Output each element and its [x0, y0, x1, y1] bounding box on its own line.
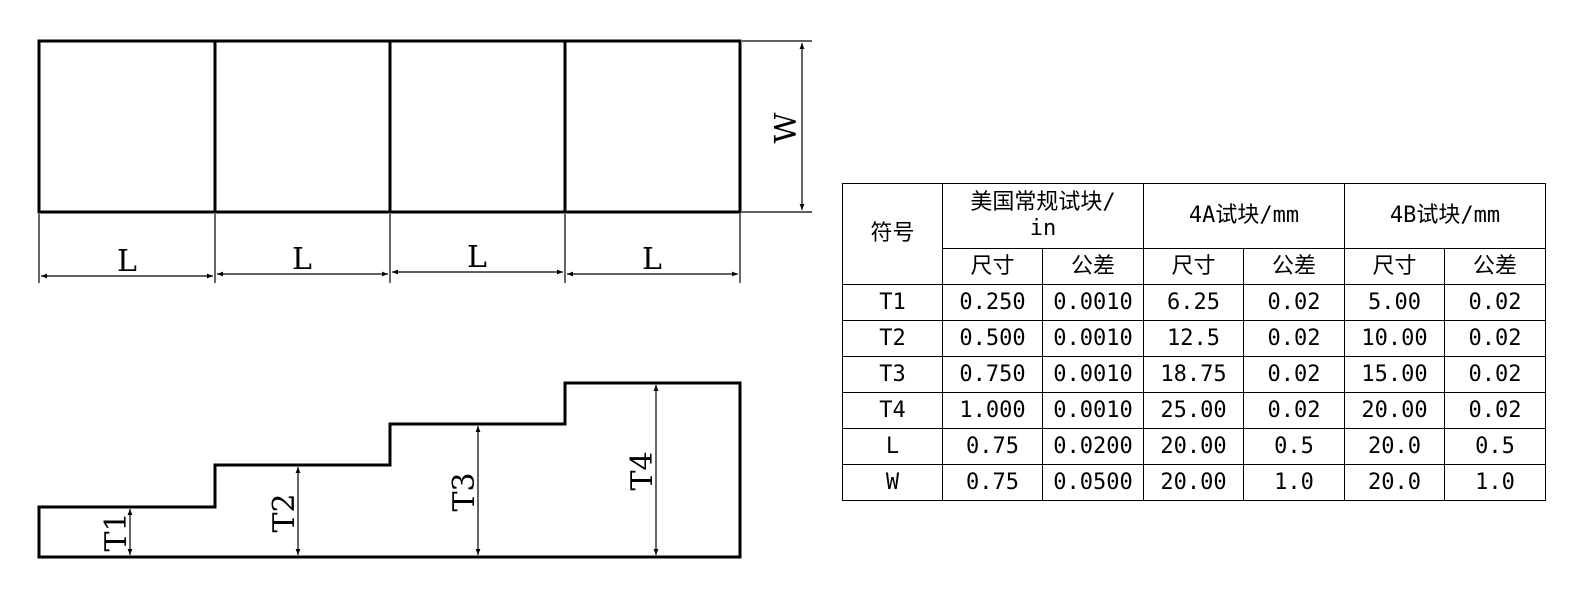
table-cell: L	[842, 428, 943, 465]
table-cell: 1.0	[1242, 464, 1346, 501]
table-cell: 0.0010	[1042, 284, 1144, 321]
table-row: T2 0.500 0.0010 12.5 0.02 10.00 0.02	[842, 320, 1547, 357]
table-cell: 0.750	[942, 356, 1043, 393]
table-cell: 0.02	[1242, 284, 1346, 321]
table-cell: T4	[842, 392, 943, 429]
table-cell: 0.02	[1444, 356, 1547, 393]
l-label-2: L	[292, 242, 312, 277]
top-view	[37, 39, 812, 283]
table-cell: 0.0500	[1042, 464, 1144, 501]
table-cell: 0.0010	[1042, 356, 1144, 393]
table-cell: 0.5	[1444, 428, 1547, 465]
table-row: T3 0.750 0.0010 18.75 0.02 15.00 0.02	[842, 356, 1547, 393]
table-row: L 0.75 0.0200 20.00 0.5 20.0 0.5	[842, 428, 1547, 465]
table-cell: 1.0	[1444, 464, 1547, 501]
table-cell: 0.0010	[1042, 320, 1144, 357]
table-cell: T1	[842, 284, 943, 321]
side-view	[37, 381, 742, 559]
table-cell: 20.0	[1344, 428, 1446, 465]
table-row: W 0.75 0.0500 20.00 1.0 20.0 1.0	[842, 464, 1547, 501]
header-4b-size: 尺寸	[1344, 248, 1446, 285]
table-cell: 0.02	[1242, 356, 1346, 393]
table-cell: 18.75	[1143, 356, 1244, 393]
table-cell: 0.75	[942, 464, 1043, 501]
header-4a-size: 尺寸	[1143, 248, 1244, 285]
table-header-row-2: 尺寸 公差 尺寸 公差 尺寸 公差	[843, 248, 1547, 285]
l-label-4: L	[642, 242, 662, 277]
table-cell: 0.75	[942, 428, 1043, 465]
table-cell: 0.02	[1242, 392, 1346, 429]
t4-label: T4	[625, 451, 660, 490]
table-cell: 5.00	[1344, 284, 1446, 321]
table-cell: 1.000	[942, 392, 1043, 429]
table-cell: 12.5	[1143, 320, 1244, 357]
table-cell: 20.00	[1344, 392, 1446, 429]
table-cell: 0.0200	[1042, 428, 1144, 465]
step-profile-outline	[37, 381, 742, 559]
header-us-size: 尺寸	[942, 248, 1043, 285]
t1-label: T1	[99, 512, 134, 551]
table-cell: 0.500	[942, 320, 1043, 357]
table-cell: 0.5	[1242, 428, 1346, 465]
header-us-tolerance: 公差	[1042, 248, 1144, 285]
table-cell: 0.0010	[1042, 392, 1144, 429]
table-cell: 20.00	[1143, 428, 1244, 465]
header-4b-block: 4B试块/mm	[1344, 183, 1547, 249]
table-cell: T3	[842, 356, 943, 393]
table-cell: 10.00	[1344, 320, 1446, 357]
dimension-table: 符号 美国常规试块/ in 4A试块/mm 4B试块/mm 尺寸 公差 尺寸 公…	[842, 183, 1547, 501]
l-label-3: L	[467, 240, 487, 275]
w-label: W	[769, 112, 804, 143]
t3-label: T3	[447, 472, 482, 511]
t2-label: T2	[267, 493, 302, 532]
table-cell: W	[842, 464, 943, 501]
table-cell: 0.02	[1242, 320, 1346, 357]
table-cell: 0.02	[1444, 392, 1547, 429]
table-cell: 0.02	[1444, 284, 1547, 321]
header-symbol: 符号	[842, 183, 943, 285]
header-4a-tolerance: 公差	[1242, 248, 1346, 285]
table-cell: 20.00	[1143, 464, 1244, 501]
table-cell: 0.250	[942, 284, 1043, 321]
table-cell: 6.25	[1143, 284, 1244, 321]
header-4b-tolerance: 公差	[1444, 248, 1547, 285]
table-cell: T2	[842, 320, 943, 357]
table-cell: 25.00	[1143, 392, 1244, 429]
l-label-1: L	[117, 244, 137, 279]
table-row: T1 0.250 0.0010 6.25 0.02 5.00 0.02	[842, 284, 1547, 321]
header-4a-block: 4A试块/mm	[1142, 183, 1346, 249]
table-cell: 20.0	[1344, 464, 1446, 501]
table-row: T4 1.000 0.0010 25.00 0.02 20.00 0.02	[842, 392, 1547, 429]
table-cell: 0.02	[1444, 320, 1547, 357]
header-us-block: 美国常规试块/ in	[942, 183, 1144, 249]
table-cell: 15.00	[1344, 356, 1446, 393]
table-header-row-1: 符号 美国常规试块/ in 4A试块/mm 4B试块/mm	[842, 183, 1547, 285]
